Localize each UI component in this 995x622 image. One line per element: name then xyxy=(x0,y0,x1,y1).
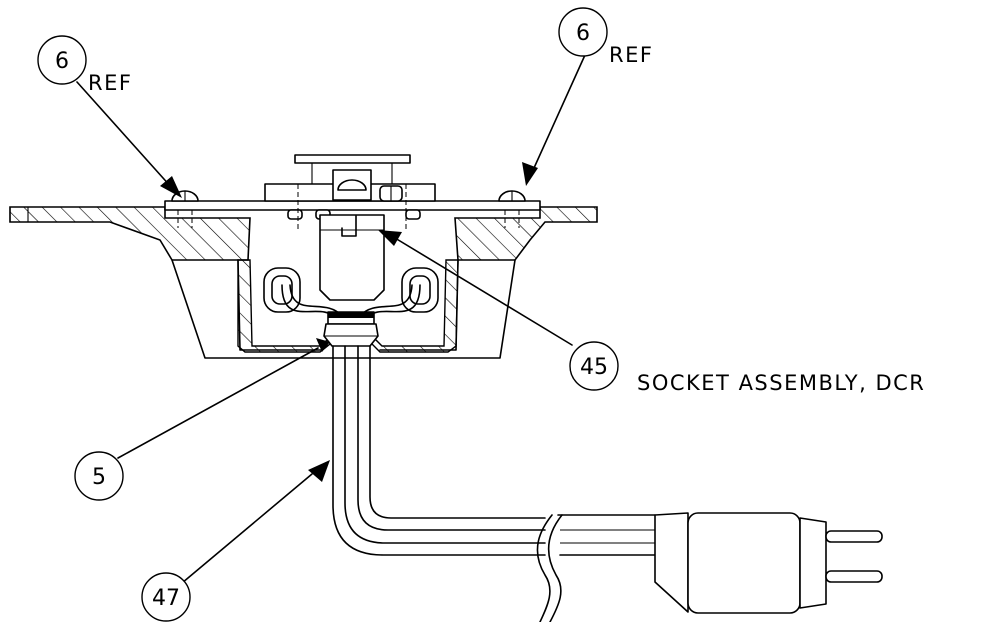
strain-relief-bushing xyxy=(323,311,379,347)
mounting-screw-right xyxy=(498,190,526,228)
callout-5: 5 xyxy=(74,451,124,501)
callout-number: 6 xyxy=(55,49,69,74)
power-cord xyxy=(332,345,656,622)
callout-suffix: REF xyxy=(609,43,653,67)
callout-number: 45 xyxy=(580,355,608,380)
callout-number: 5 xyxy=(92,465,106,490)
callout-45: 45 SOCKET ASSEMBLY, DCR xyxy=(569,341,925,395)
callout-6-right: 6 REF xyxy=(558,7,653,67)
callout-47: 47 xyxy=(141,572,191,622)
leader-lines xyxy=(76,54,586,584)
wire-clips xyxy=(263,267,439,319)
callout-description: SOCKET ASSEMBLY, DCR xyxy=(637,371,925,395)
callout-number: 47 xyxy=(152,586,180,611)
plug xyxy=(654,512,883,614)
callout-number: 6 xyxy=(576,21,590,46)
callout-6-left: 6 REF xyxy=(37,35,132,95)
socket-body xyxy=(319,214,385,301)
housing-section xyxy=(9,206,598,359)
callout-suffix: REF xyxy=(88,71,132,95)
